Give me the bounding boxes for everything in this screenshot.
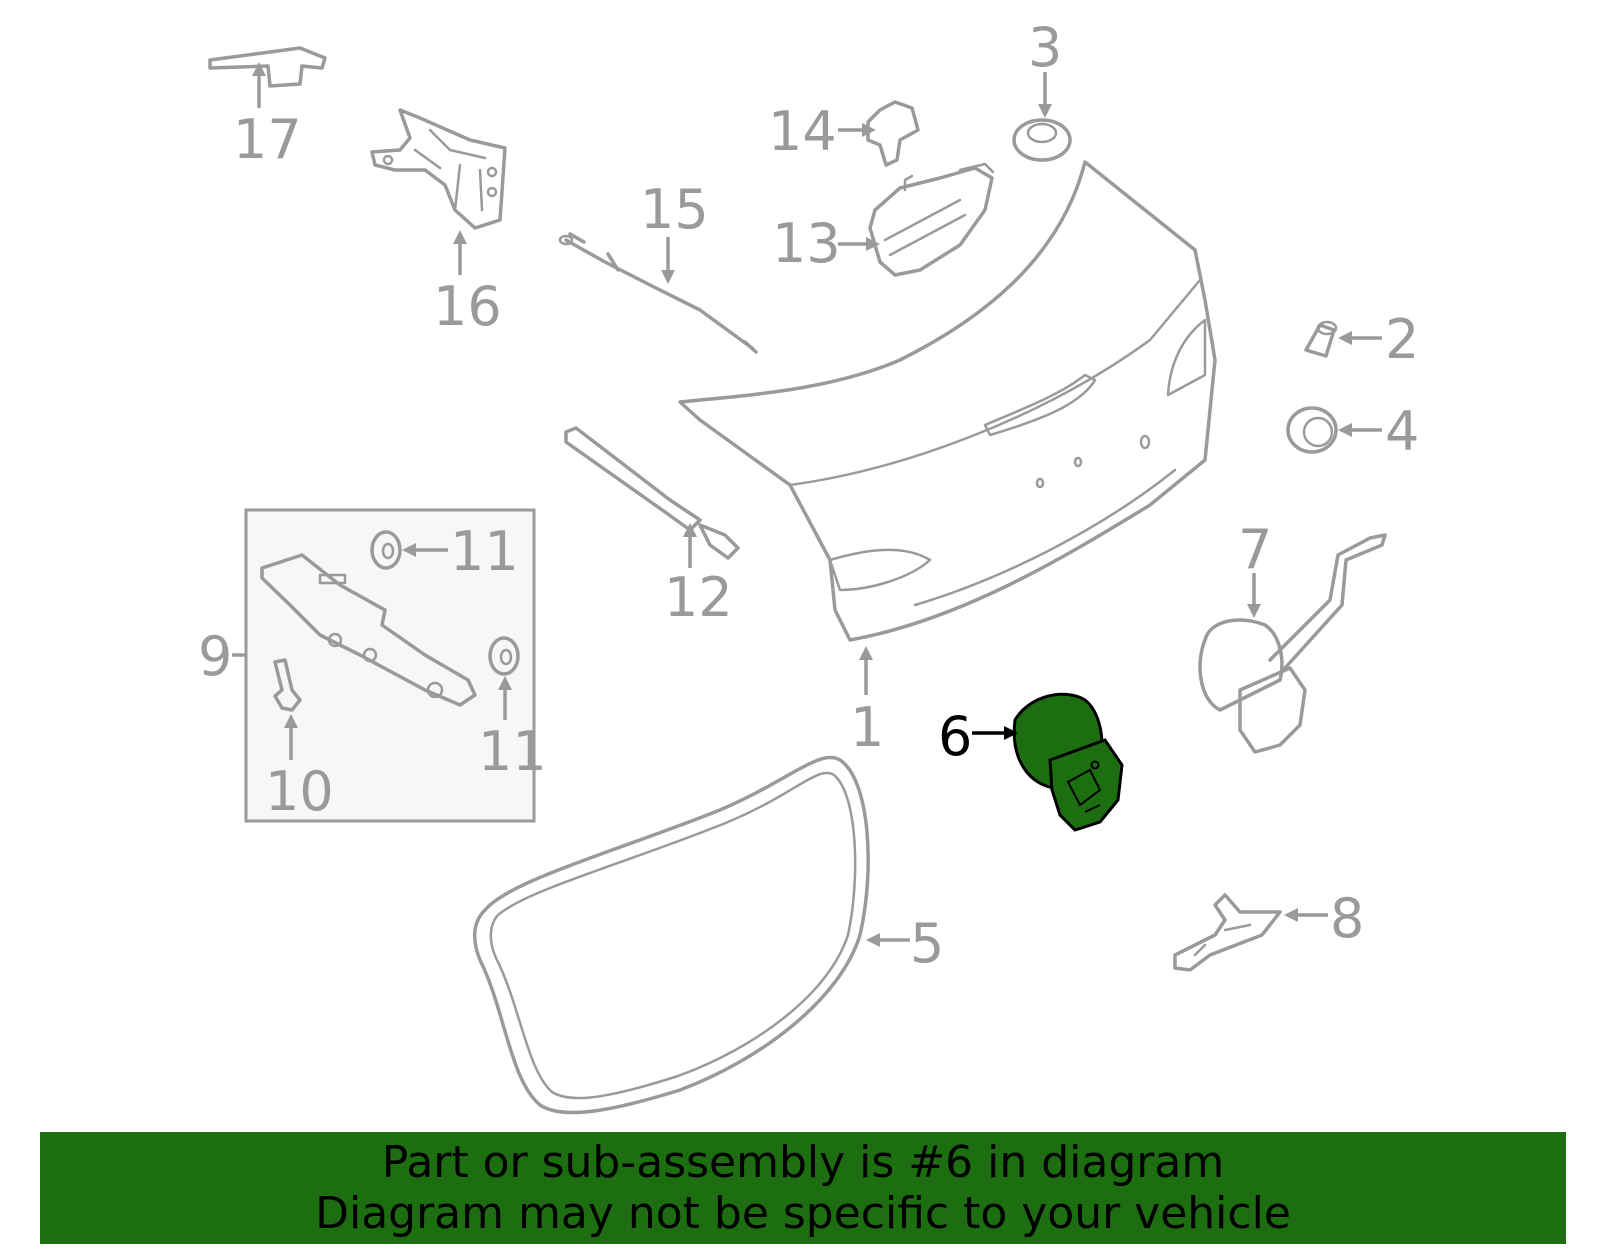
callout-5: 5 bbox=[910, 912, 944, 975]
callout-2: 2 bbox=[1385, 308, 1419, 371]
part-8-striker[interactable] bbox=[1173, 893, 1282, 972]
info-banner: Part or sub-assembly is #6 in diagram Di… bbox=[40, 1132, 1566, 1244]
callout-7: 7 bbox=[1238, 518, 1272, 581]
part-10-bolt[interactable] bbox=[273, 658, 302, 712]
callout-labels: 17 16 15 14 13 3 2 4 12 1 7 11 11 9 10 5… bbox=[198, 16, 1419, 975]
callout-4: 4 bbox=[1385, 400, 1419, 463]
part-13-tray[interactable] bbox=[868, 162, 995, 277]
part-2-bumper-stop[interactable] bbox=[1304, 320, 1338, 358]
part-6-trunk-latch-highlighted[interactable] bbox=[1012, 692, 1124, 832]
leader-arrows bbox=[232, 62, 1382, 947]
callout-13: 13 bbox=[772, 212, 841, 275]
callout-1: 1 bbox=[850, 696, 884, 759]
callout-11-lower: 11 bbox=[478, 720, 547, 783]
callout-12: 12 bbox=[664, 566, 733, 629]
part-15-cable[interactable] bbox=[558, 232, 758, 354]
callout-15: 15 bbox=[640, 178, 709, 241]
callout-14: 14 bbox=[768, 100, 837, 163]
subassembly-box-9 bbox=[244, 508, 536, 823]
part-17-trim[interactable] bbox=[208, 46, 327, 88]
callout-10: 10 bbox=[265, 760, 334, 823]
part-14-clip[interactable] bbox=[866, 100, 920, 167]
banner-line-2: Diagram may not be specific to your vehi… bbox=[315, 1188, 1291, 1239]
callout-17: 17 bbox=[233, 108, 302, 171]
part-11-washer-upper[interactable] bbox=[370, 530, 402, 570]
part-11-washer-lower[interactable] bbox=[488, 636, 520, 676]
callout-3: 3 bbox=[1028, 16, 1062, 79]
callout-11-upper: 11 bbox=[450, 520, 519, 583]
callout-6-highlighted: 6 bbox=[938, 705, 972, 768]
callout-8: 8 bbox=[1330, 887, 1364, 950]
part-12-gas-strut[interactable] bbox=[564, 426, 740, 560]
part-4-plug[interactable] bbox=[1286, 406, 1338, 454]
banner-line-1: Part or sub-assembly is #6 in diagram bbox=[381, 1137, 1225, 1188]
callout-9: 9 bbox=[198, 625, 232, 688]
part-9-hinge-arm[interactable] bbox=[260, 553, 477, 707]
callout-16: 16 bbox=[433, 275, 502, 338]
part-16-hinge[interactable] bbox=[370, 108, 507, 230]
part-5-weatherstrip[interactable] bbox=[472, 755, 870, 1115]
part-1-trunk-lid[interactable] bbox=[678, 160, 1217, 642]
part-3-grommet[interactable] bbox=[1012, 118, 1072, 162]
part-7-lock-actuator[interactable] bbox=[1198, 533, 1387, 754]
